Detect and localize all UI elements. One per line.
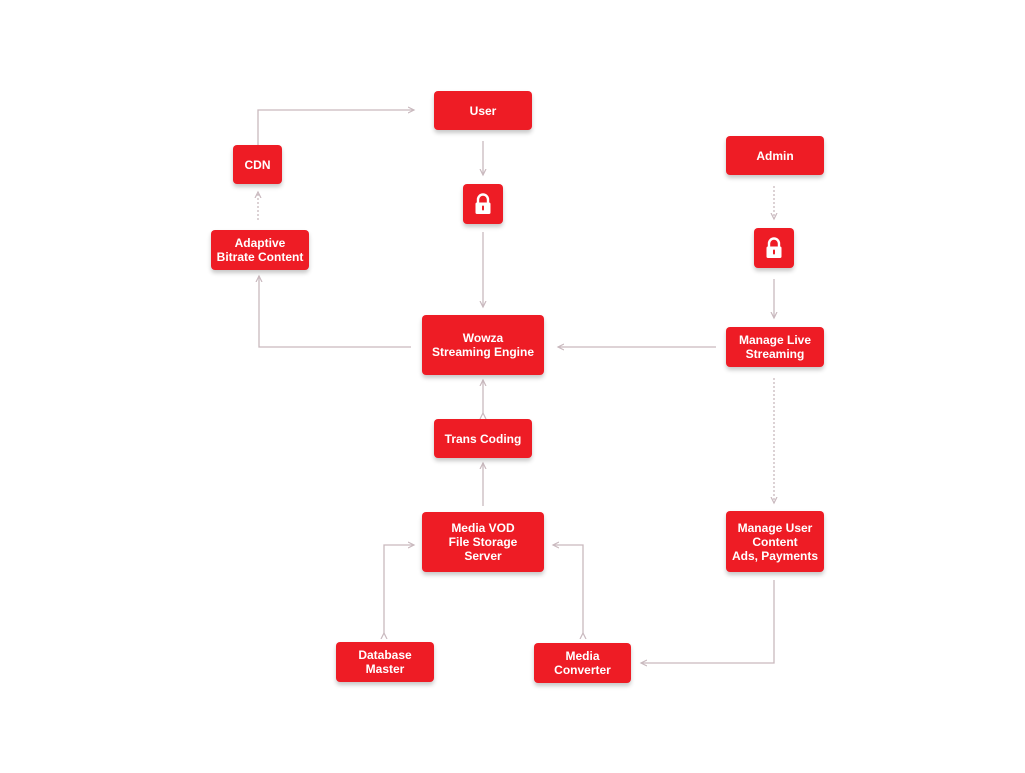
padlock-icon [766,237,782,258]
node-manage-user: Manage User Content Ads, Payments [726,511,824,572]
node-manage-live: Manage Live Streaming [726,327,824,367]
connector-wowza-to-adaptive [259,276,411,348]
lock-user [463,184,503,224]
node-media-vod: Media VOD File Storage Server [422,512,544,572]
node-wowza: Wowza Streaming Engine [422,315,544,375]
node-media-converter: Media Converter [534,643,631,683]
node-database-master: Database Master [336,642,434,682]
node-adaptive-bitrate: Adaptive Bitrate Content [211,230,309,270]
connector-cdn-to-user [257,110,414,145]
node-cdn: CDN [233,145,282,184]
node-admin: Admin [726,136,824,175]
node-trans-coding: Trans Coding [434,419,532,458]
lock-admin [754,228,794,268]
connector-database-vod [384,545,414,633]
connector-converter-vod [553,545,583,633]
node-user: User [434,91,532,130]
padlock-icon [475,193,491,214]
connector-manage-user-to-converter [641,580,775,663]
